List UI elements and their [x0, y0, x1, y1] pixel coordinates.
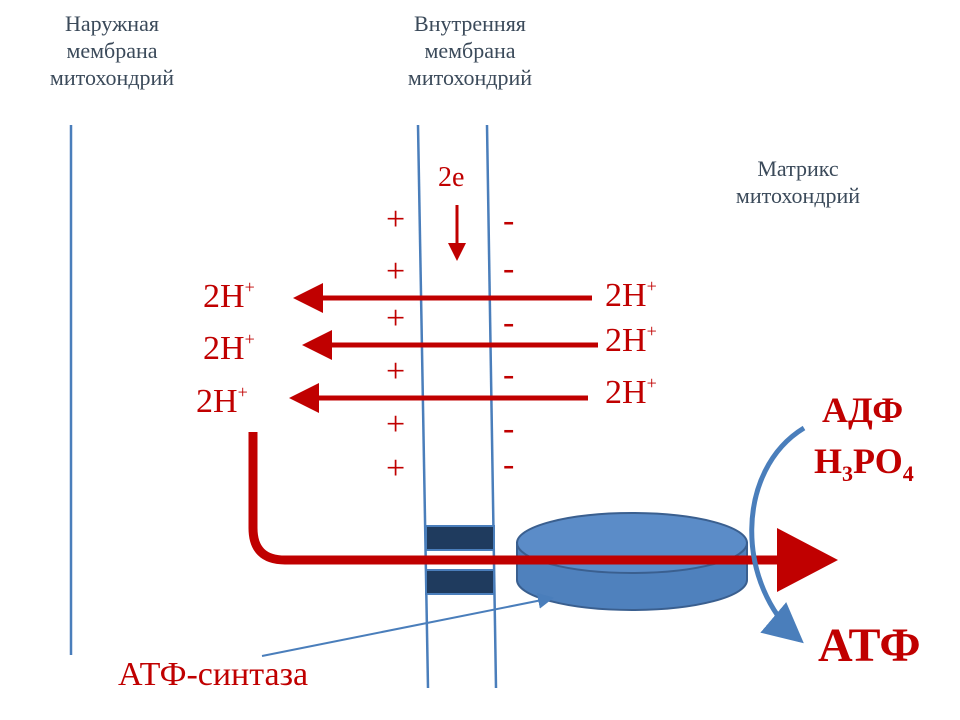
inner-membrane-label: Внутренняя мембрана митохондрий	[370, 10, 570, 91]
proton-charge: +	[244, 277, 255, 297]
proton-charge: +	[646, 373, 657, 393]
proton-label-right-1: 2Н+	[605, 276, 657, 314]
proton-base: 2Н	[605, 374, 647, 411]
proton-charge: +	[646, 276, 657, 296]
proton-charge: +	[244, 329, 255, 349]
plus-sign: +	[386, 450, 406, 487]
electrons-label: 2е	[438, 162, 465, 193]
phosphate-label: Н3РО4	[814, 441, 914, 485]
proton-label-left-1: 2Н+	[203, 277, 255, 315]
channel-block-top	[425, 525, 495, 551]
adp-to-atp-curve	[749, 425, 806, 644]
minus-sign: -	[503, 250, 515, 287]
plus-sign: +	[386, 253, 406, 290]
outer-membrane-label: Наружная мембрана митохондрий	[12, 10, 212, 91]
minus-sign: -	[503, 202, 515, 239]
outer-membrane-label-line-2: мембрана	[66, 38, 158, 63]
proton-base: 2Н	[203, 330, 245, 367]
phosphate-sub-4: 4	[902, 461, 914, 486]
minus-sign: -	[503, 446, 515, 483]
proton-return-path	[248, 432, 780, 565]
outer-membrane-label-line-1: Наружная	[65, 11, 159, 36]
proton-base: 2Н	[203, 278, 245, 315]
proton-label-left-3: 2Н+	[196, 382, 248, 420]
atp-synthase-label: АТФ-синтаза	[118, 656, 309, 693]
proton-base: 2Н	[605, 277, 647, 314]
matrix-label-line-2: митохондрий	[735, 183, 861, 208]
phosphate-h: Н	[814, 441, 843, 481]
proton-charge: +	[646, 321, 657, 341]
inner-membrane-line-right	[485, 124, 498, 689]
atp-synthase-pointer	[261, 592, 554, 657]
plus-sign: +	[386, 406, 406, 443]
adp-label: АДФ	[822, 390, 904, 430]
inner-membrane-label-line-3: митохондрий	[407, 65, 533, 90]
proton-base: 2Н	[605, 322, 647, 359]
minus-sign: -	[503, 410, 515, 447]
proton-return-arrowhead	[777, 528, 838, 592]
minus-sign: -	[503, 356, 515, 393]
plus-sign: +	[386, 201, 406, 238]
proton-base: 2Н	[196, 383, 238, 420]
inner-membrane-label-line-2: мембрана	[424, 38, 516, 63]
minus-sign: -	[503, 304, 515, 341]
proton-label-right-2: 2Н+	[605, 321, 657, 359]
atp-label: АТФ	[818, 619, 921, 672]
plus-sign: +	[386, 353, 406, 390]
plus-sign: +	[386, 300, 406, 337]
phosphate-po: РО	[853, 441, 903, 481]
proton-charge: +	[237, 382, 248, 402]
proton-label-left-2: 2Н+	[203, 329, 255, 367]
inner-membrane-line-left	[416, 124, 430, 689]
matrix-label: Матрикс митохондрий	[698, 155, 898, 209]
phosphate-sub-3: 3	[842, 461, 854, 486]
channel-block-bottom	[425, 569, 495, 595]
inner-membrane-label-line-1: Внутренняя	[414, 11, 526, 36]
outer-membrane-label-line-3: митохондрий	[49, 65, 175, 90]
matrix-label-line-1: Матрикс	[757, 156, 839, 181]
proton-label-right-3: 2Н+	[605, 373, 657, 411]
